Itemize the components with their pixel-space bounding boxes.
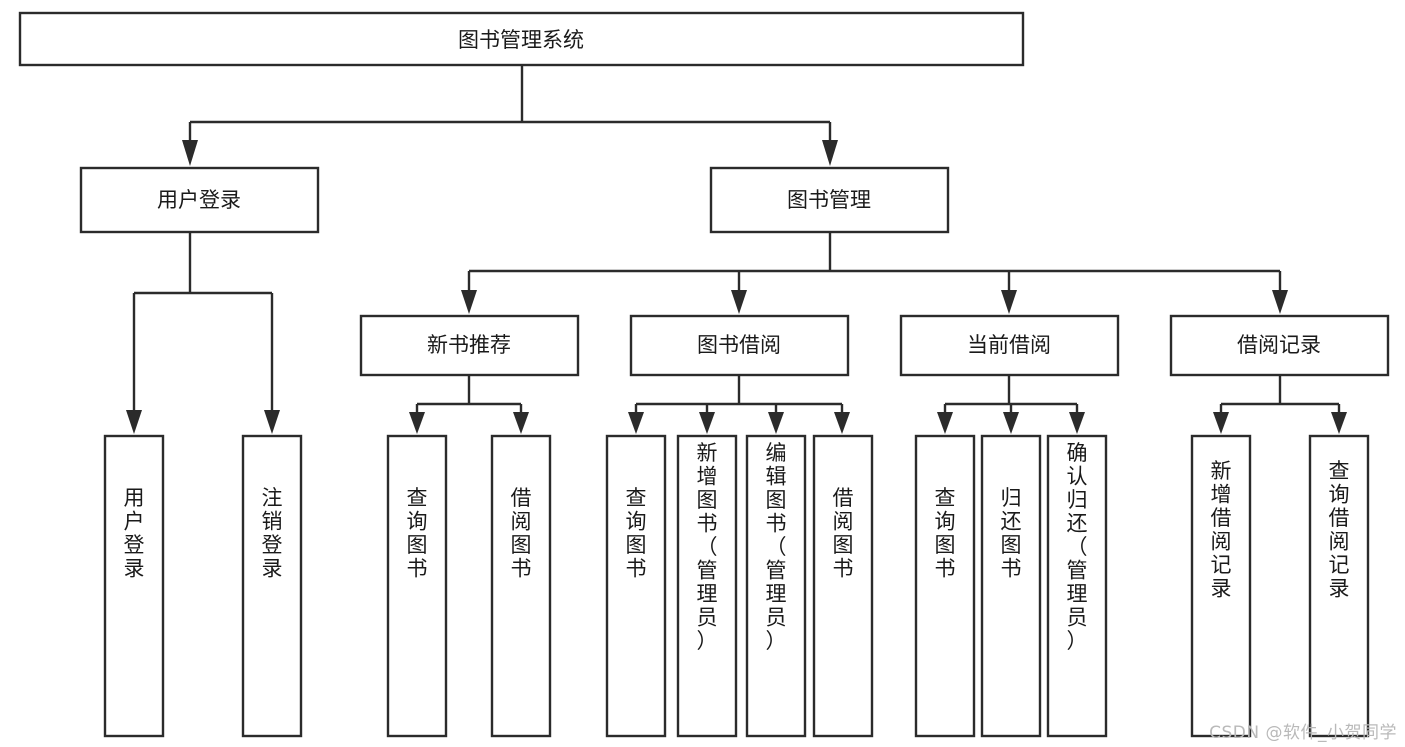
node-book-borrow-label: 图书借阅 [697,333,781,357]
leaf-node-label: 查询图书 [935,486,956,581]
leaf-node-label: 查询借阅记录 [1329,459,1350,601]
leaf-node[interactable]: 注销登录 [241,434,303,738]
arrow-head-icon [628,412,644,434]
node-new-book-recommend[interactable]: 新书推荐 [359,314,580,377]
arrow-head-icon [699,412,715,434]
node-new-book-recommend-label: 新书推荐 [427,333,511,357]
node-book-borrow[interactable]: 图书借阅 [629,314,850,377]
node-borrow-record[interactable]: 借阅记录 [1169,314,1390,377]
leaf-node[interactable]: 查询图书 [914,434,976,738]
leaf-node[interactable]: 借阅图书 [812,434,874,738]
leaf-node-label: 借阅图书 [511,486,532,581]
connector-book-borrow-to-leaves [628,375,850,434]
leaf-node[interactable]: 归还图书 [980,434,1042,738]
node-current-borrow-label: 当前借阅 [967,333,1051,357]
arrow-head-icon [182,140,198,166]
connector-book-mgmt-to-level3 [461,232,1288,314]
leaf-node-label: 编辑图书（管理员） [766,441,787,653]
node-book-management-label: 图书管理 [787,188,871,212]
leaf-node[interactable]: 确认归还（管理员） [1046,434,1108,738]
connector-borrow-record-to-leaves [1213,375,1347,434]
arrow-head-icon [513,412,529,434]
arrow-head-icon [409,412,425,434]
leaf-node-label: 查询图书 [407,486,428,581]
leaf-node[interactable]: 查询借阅记录 [1308,434,1370,738]
leaf-node-label: 查询图书 [626,486,647,581]
arrow-head-icon [1213,412,1229,434]
connector-root-to-level2 [182,65,838,166]
arrow-head-icon [937,412,953,434]
node-borrow-record-label: 借阅记录 [1237,333,1321,357]
arrow-head-icon [731,290,747,314]
node-root-system[interactable]: 图书管理系统 [18,11,1025,67]
leaf-node-label: 归还图书 [1001,486,1022,581]
leaf-node[interactable]: 新增借阅记录 [1190,434,1252,738]
arrow-head-icon [768,412,784,434]
leaf-node-label: 借阅图书 [833,486,854,581]
arrow-head-icon [126,410,142,434]
node-root-system-label: 图书管理系统 [458,28,584,52]
arrow-head-icon [834,412,850,434]
connector-new-book-to-leaves [409,375,529,434]
leaf-node-label: 确认归还（管理员） [1067,441,1088,653]
connector-current-borrow-to-leaves [937,375,1085,434]
leaf-node[interactable]: 借阅图书 [490,434,552,738]
arrow-head-icon [1272,290,1288,314]
node-book-management[interactable]: 图书管理 [709,166,950,234]
arrow-head-icon [1001,290,1017,314]
connector-user-login-to-leaves [126,232,280,434]
arrow-head-icon [1003,412,1019,434]
node-current-borrow[interactable]: 当前借阅 [899,314,1120,377]
leaf-node-label: 用户登录 [124,486,145,581]
arrow-head-icon [461,290,477,314]
leaf-node[interactable]: 查询图书 [386,434,448,738]
node-user-login[interactable]: 用户登录 [79,166,320,234]
arrow-head-icon [822,140,838,166]
arrow-head-icon [264,410,280,434]
leaf-node-label: 新增图书（管理员） [697,441,718,653]
leaf-node[interactable]: 查询图书 [605,434,667,738]
leaf-node[interactable]: 用户登录 [103,434,165,738]
arrow-head-icon [1069,412,1085,434]
leaf-node[interactable]: 编辑图书（管理员） [745,434,807,738]
leaf-node-label: 注销登录 [262,486,283,581]
leaf-node-label: 新增借阅记录 [1211,459,1232,601]
leaf-node[interactable]: 新增图书（管理员） [676,434,738,738]
node-user-login-label: 用户登录 [157,188,241,212]
arrow-head-icon [1331,412,1347,434]
